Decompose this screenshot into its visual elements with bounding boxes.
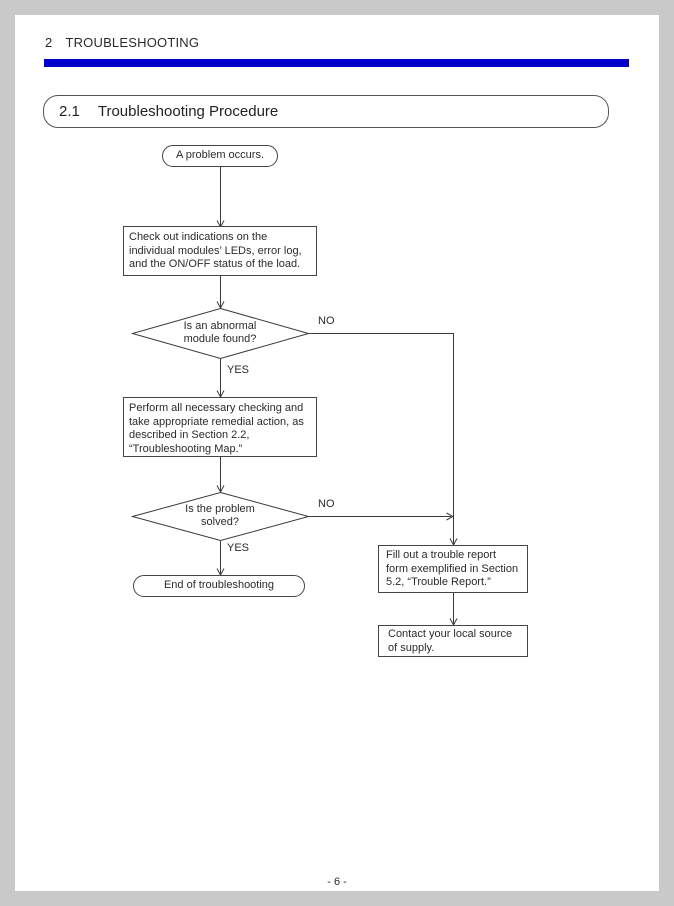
flowchart-start-node: A problem occurs. <box>162 145 278 167</box>
decision-solved-diamond <box>130 491 311 542</box>
flowchart-contact-supply-node: Contact your local source of supply. <box>378 625 528 657</box>
troubleshooting-flowchart: A problem occurs. Check out indications … <box>15 15 659 891</box>
flowchart-end-node: End of troubleshooting <box>133 575 305 597</box>
manual-page: 2 TROUBLESHOOTING 2.1 Troubleshooting Proc… <box>15 15 659 891</box>
connector-fill-to-contact <box>449 593 458 627</box>
branch-label-no-solved: NO <box>318 498 335 510</box>
connector-start-to-check <box>216 167 225 229</box>
branch-label-yes-solved: YES <box>227 542 250 554</box>
connector-decision1-no <box>309 333 458 547</box>
flowchart-fill-report-node: Fill out a trouble report form exemplifi… <box>378 545 528 593</box>
chapter-title: TROUBLESHOOTING <box>65 35 200 50</box>
connector-decision1-yes <box>216 359 225 399</box>
flowchart-connectors <box>130 167 458 627</box>
chapter-header: 2 TROUBLESHOOTING <box>45 35 199 50</box>
connector-decision2-yes <box>216 541 225 577</box>
decision-abnormal-label: Is an abnormal module found? <box>183 320 257 345</box>
flowchart-check-indications-node: Check out indications on the individual … <box>123 226 317 276</box>
branch-label-no-abnormal: NO <box>318 315 335 327</box>
section-title-box: 2.1 Troubleshooting Procedure <box>43 95 609 128</box>
connector-perform-to-decision2 <box>216 457 225 494</box>
page-number: - 6 - <box>327 876 347 888</box>
connector-check-to-decision1 <box>216 276 225 310</box>
chapter-number: 2 <box>45 35 53 50</box>
decision-solved-label: Is the problem solved? <box>185 503 255 528</box>
section-title: Troubleshooting Procedure <box>97 103 279 120</box>
section-number: 2.1 <box>59 103 80 120</box>
flowchart-perform-checking-node: Perform all necessary checking and take … <box>123 397 317 457</box>
connector-decision2-no <box>309 512 455 521</box>
decision-abnormal-diamond <box>130 307 311 360</box>
branch-label-yes-abnormal: YES <box>227 364 250 376</box>
chapter-accent-bar <box>44 59 629 67</box>
